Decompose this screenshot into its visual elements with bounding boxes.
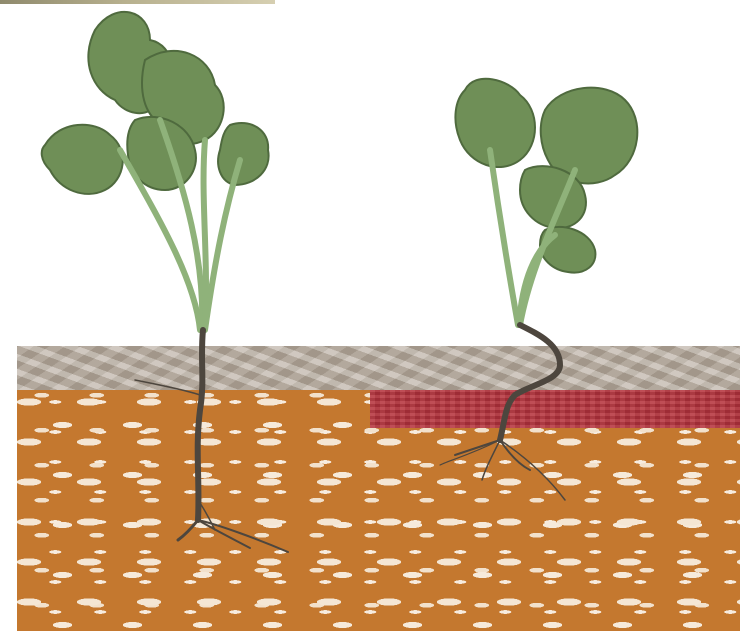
left-leaf-far-left [42,125,123,194]
right-plant-root [440,325,565,500]
left-plant-root [135,330,288,552]
right-plant [440,79,637,500]
left-plant-leaves [42,12,269,194]
right-leaf-left [455,79,535,167]
left-plant [42,12,288,552]
left-leaf-far-right [218,123,268,185]
